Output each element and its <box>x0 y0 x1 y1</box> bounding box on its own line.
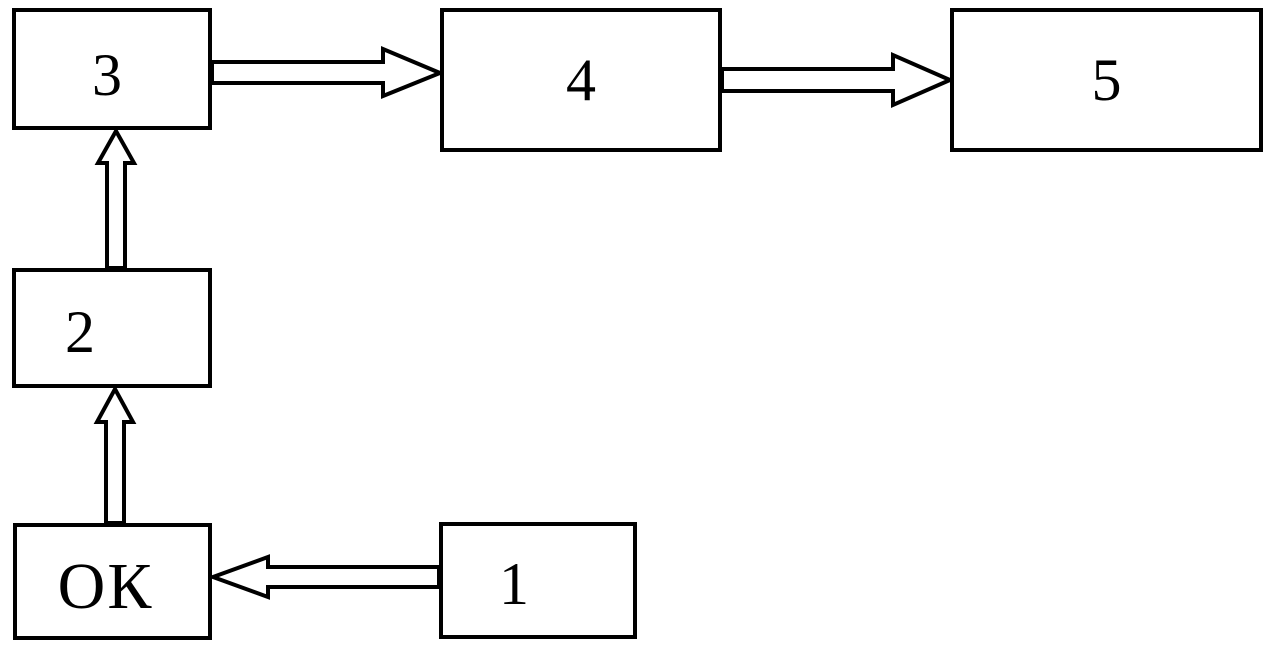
block-ok-label: ОК <box>57 549 154 623</box>
block-4-label: 4 <box>566 47 596 113</box>
arrow-ok-to-2-icon <box>93 384 137 525</box>
arrow-1-to-ok-icon <box>207 554 441 600</box>
block-2: 2 <box>12 268 212 388</box>
block-3-label: 3 <box>92 42 122 108</box>
block-ok: ОК <box>13 523 212 640</box>
block-1-label: 1 <box>499 550 529 617</box>
arrow-3-to-4-icon <box>210 45 446 99</box>
block-2-label: 2 <box>65 299 95 365</box>
block-4: 4 <box>440 8 722 152</box>
arrow-2-to-3-icon <box>94 126 138 270</box>
block-5: 5 <box>950 8 1263 152</box>
arrow-4-to-5-icon <box>720 51 955 109</box>
block-1: 1 <box>439 522 637 639</box>
block-3: 3 <box>12 8 212 130</box>
block-5-label: 5 <box>1091 47 1122 113</box>
